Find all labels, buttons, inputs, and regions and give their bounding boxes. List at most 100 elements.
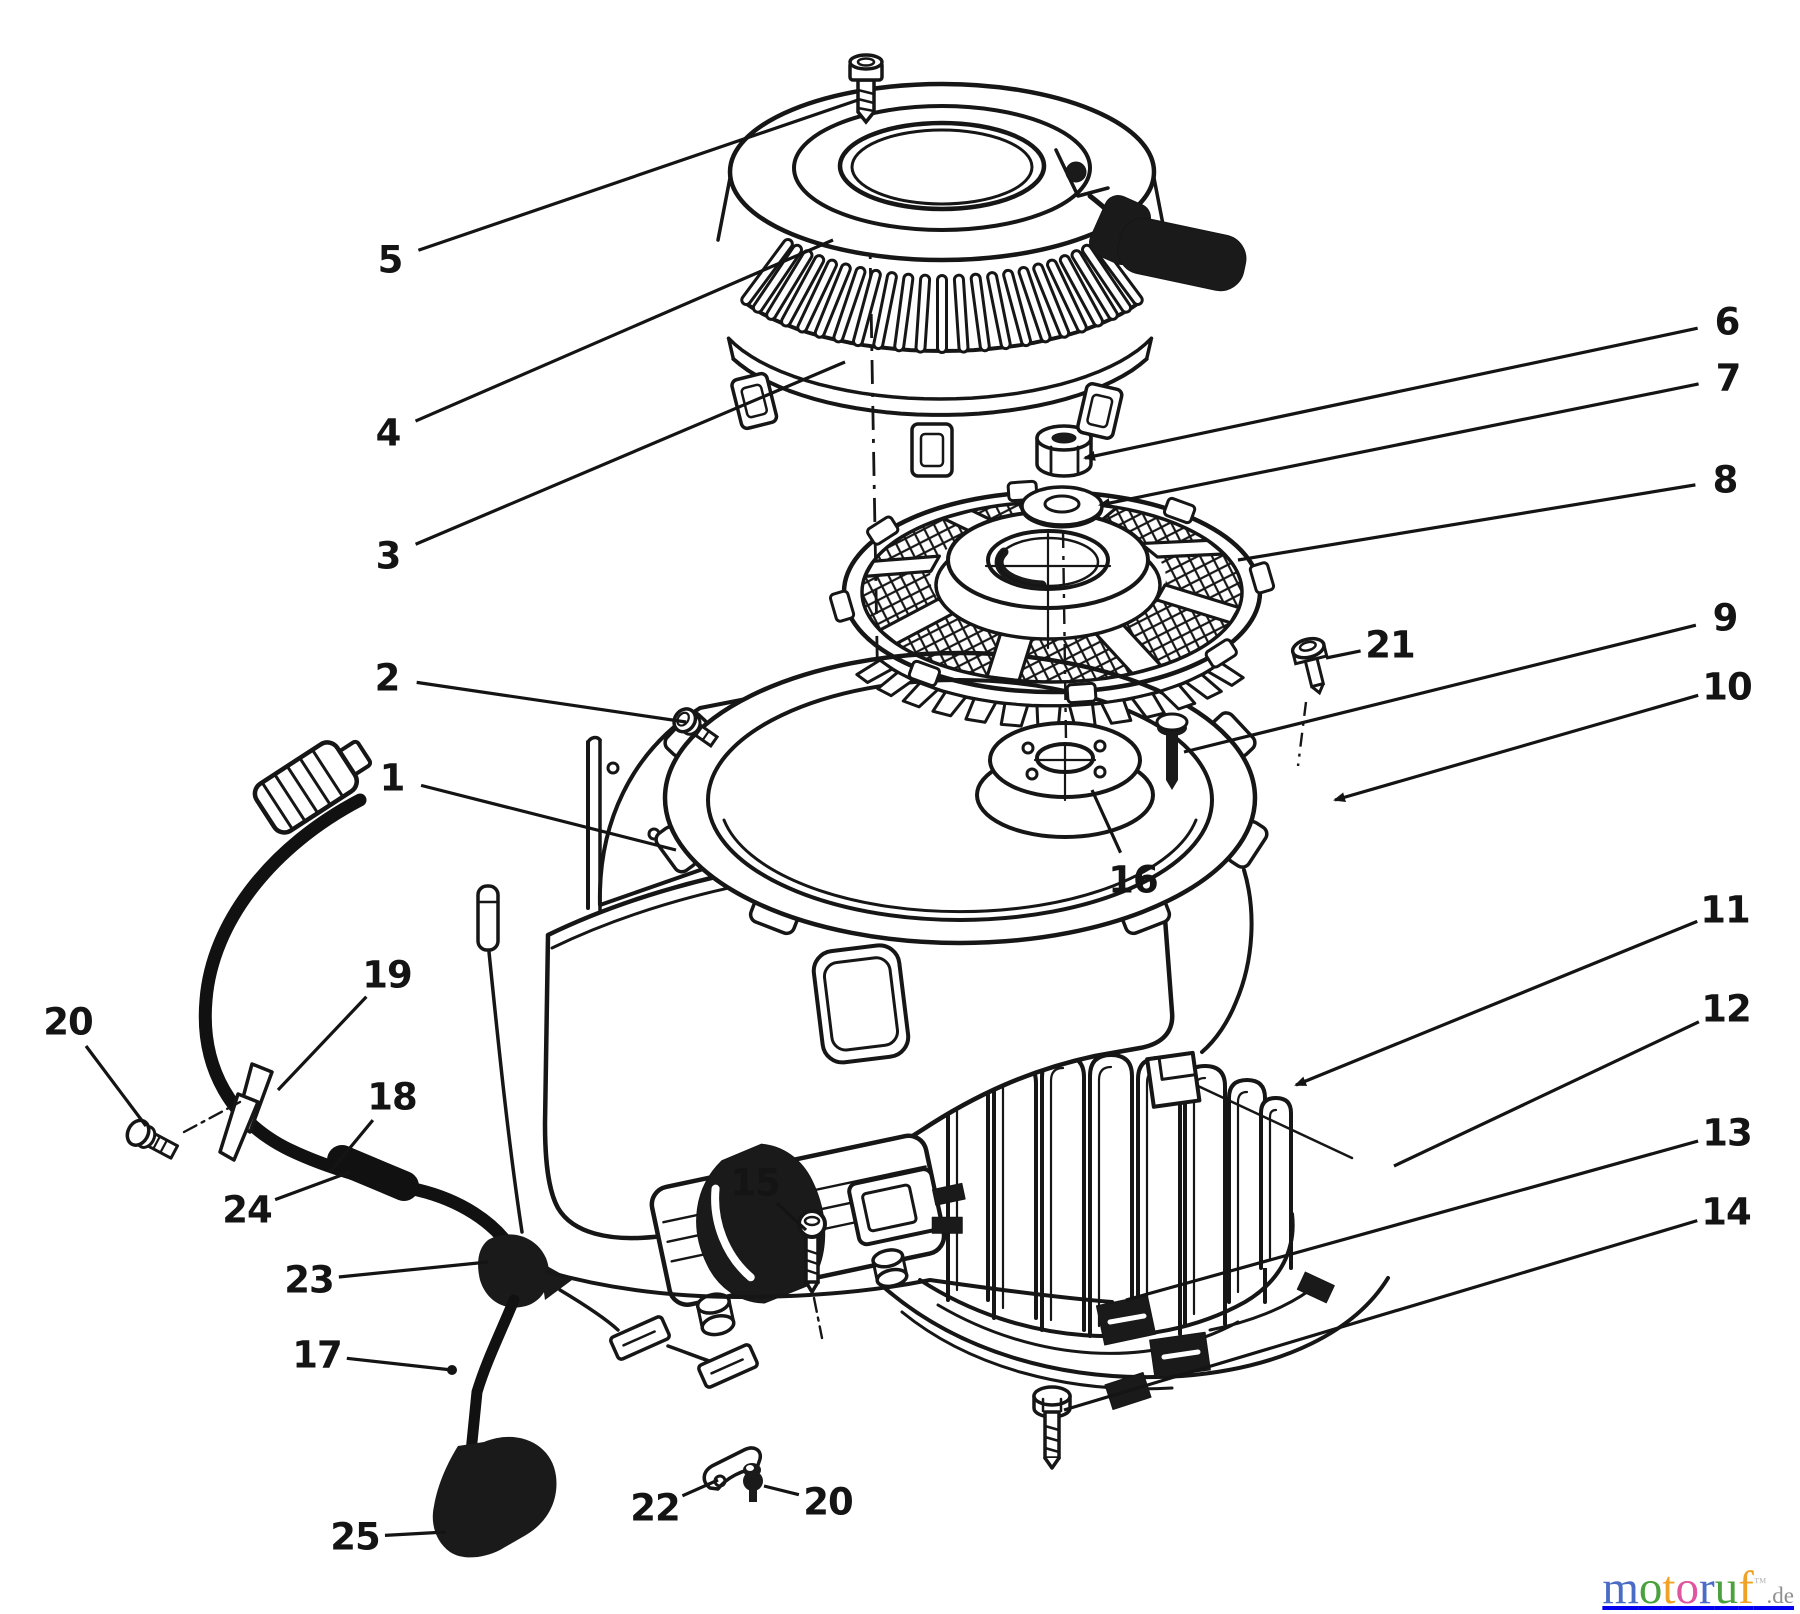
watermark-letter: m [1602,1562,1639,1614]
callout-10-9: 10 [1702,666,1752,709]
branch-wire [546,1270,1114,1304]
callout-9-8: 9 [1713,597,1738,640]
leader-line-20 [763,1484,800,1497]
leader-line-22 [681,1478,719,1498]
leader-line-10 [1333,693,1699,803]
leader-line-15 [775,1202,808,1232]
callout-20-19: 20 [43,1001,93,1044]
wire-terminal-clips [1095,1271,1335,1411]
callout-23-22: 23 [284,1259,334,1302]
mounting-bolt-14 [1032,1385,1072,1470]
leader-line-17 [346,1356,453,1372]
callout-8-7: 8 [1713,459,1738,502]
callout-12-11: 12 [1701,988,1751,1031]
leader-line-18 [328,1119,375,1174]
callout-14-13: 14 [1701,1191,1751,1234]
leader-line-11 [1294,919,1698,1087]
coil-terminal-block [847,1167,966,1247]
debris-screen [828,479,1276,705]
callout-19-18: 19 [362,954,412,997]
kill-wire [487,950,524,1234]
callout-2-3: 2 [375,657,400,700]
motoruf-watermark[interactable]: motoruf™.de [1602,1565,1794,1612]
callout-4-1: 4 [376,412,401,455]
wiring-harness [125,739,1114,1558]
leader-line-9 [1183,623,1697,754]
callout-6-5: 6 [1715,301,1740,344]
callout-5-0: 5 [378,239,403,282]
leader-line-14 [1063,1219,1698,1412]
spark-plug-wire [465,1294,520,1458]
blower-housing [542,650,1354,1241]
leader-line-20 [84,1045,148,1127]
watermark-letter: f [1738,1562,1754,1614]
coil-mount-feet [695,1248,909,1337]
clamp-block-center [910,422,954,478]
kill-wire-terminal [476,884,500,952]
watermark-letter: o [1675,1562,1699,1614]
leader-line-2 [416,680,687,724]
leader-line-25 [384,1530,447,1537]
leader-line-6 [1083,326,1698,461]
callout-24-23: 24 [222,1189,272,1232]
housing-vent-hole [811,943,911,1065]
callout-22-21: 22 [630,1487,680,1530]
callout-17-16: 17 [292,1334,342,1377]
callout-13-12: 13 [1702,1112,1752,1155]
leader-line-7 [1098,382,1699,508]
leader-line-3 [414,360,846,546]
leader-line-12 [1393,1020,1700,1168]
callout-16-15: 16 [1108,859,1158,902]
callout-1-4: 1 [380,757,405,800]
cable-sleeve-24 [327,1145,419,1201]
clamp-block-right [1076,382,1124,440]
leader-line-8 [1237,483,1696,562]
cable-clip-19 [218,1062,274,1162]
starter-handle [1089,194,1247,292]
callout-7-6: 7 [1716,357,1741,400]
starter-cap-vents [740,238,1144,354]
flywheel-nut [1035,424,1093,478]
watermark-suffix: .de [1766,1583,1794,1608]
belleville-washer [1020,485,1104,741]
spade-connector [609,1315,671,1361]
flywheel-fins [946,1053,1293,1338]
leader-line-1 [420,783,677,852]
housing-screw-21 [1290,636,1329,696]
harness-connector [252,739,373,835]
clip-screw-20 [125,1118,180,1160]
callout-21-20: 21 [1365,624,1415,667]
callout-11-10: 11 [1700,889,1750,932]
callout-25-24: 25 [330,1516,380,1559]
housing-corner-clip [1145,1050,1202,1109]
junction-23 [478,1234,572,1308]
flywheel [918,1053,1295,1355]
watermark-trademark: ™ [1753,1574,1767,1590]
coil-screw-15 [797,1209,827,1340]
callout-18-17: 18 [367,1076,417,1119]
leader-line-24 [274,1170,351,1202]
watermark-letter: r [1698,1562,1715,1614]
leader-line-13 [1125,1139,1699,1302]
callout-3-2: 3 [376,535,401,578]
callout-layer: 5432167891011121314151617181920212223242… [43,98,1753,1559]
callout-20-25: 20 [803,1481,853,1524]
callout-15-14: 15 [730,1162,780,1205]
leader-line-5 [417,98,859,252]
leader-line-4 [414,238,834,423]
crankcase-and-stator [876,1271,1390,1470]
cap-screw-5 [848,53,884,125]
harness-cable [198,793,519,1257]
leader-line-19 [276,995,368,1092]
watermark-letter: o [1638,1562,1663,1614]
watermark-letter: t [1662,1562,1676,1614]
recoil-starter-assembly [716,81,1247,478]
leader-line-23 [338,1260,489,1279]
screen-rim-tabs [828,479,1276,705]
spade-connector [697,1343,759,1389]
leader-line-21 [1325,649,1361,660]
spark-plug-boot [432,1436,557,1558]
pulley-screw-9 [1155,712,1189,790]
